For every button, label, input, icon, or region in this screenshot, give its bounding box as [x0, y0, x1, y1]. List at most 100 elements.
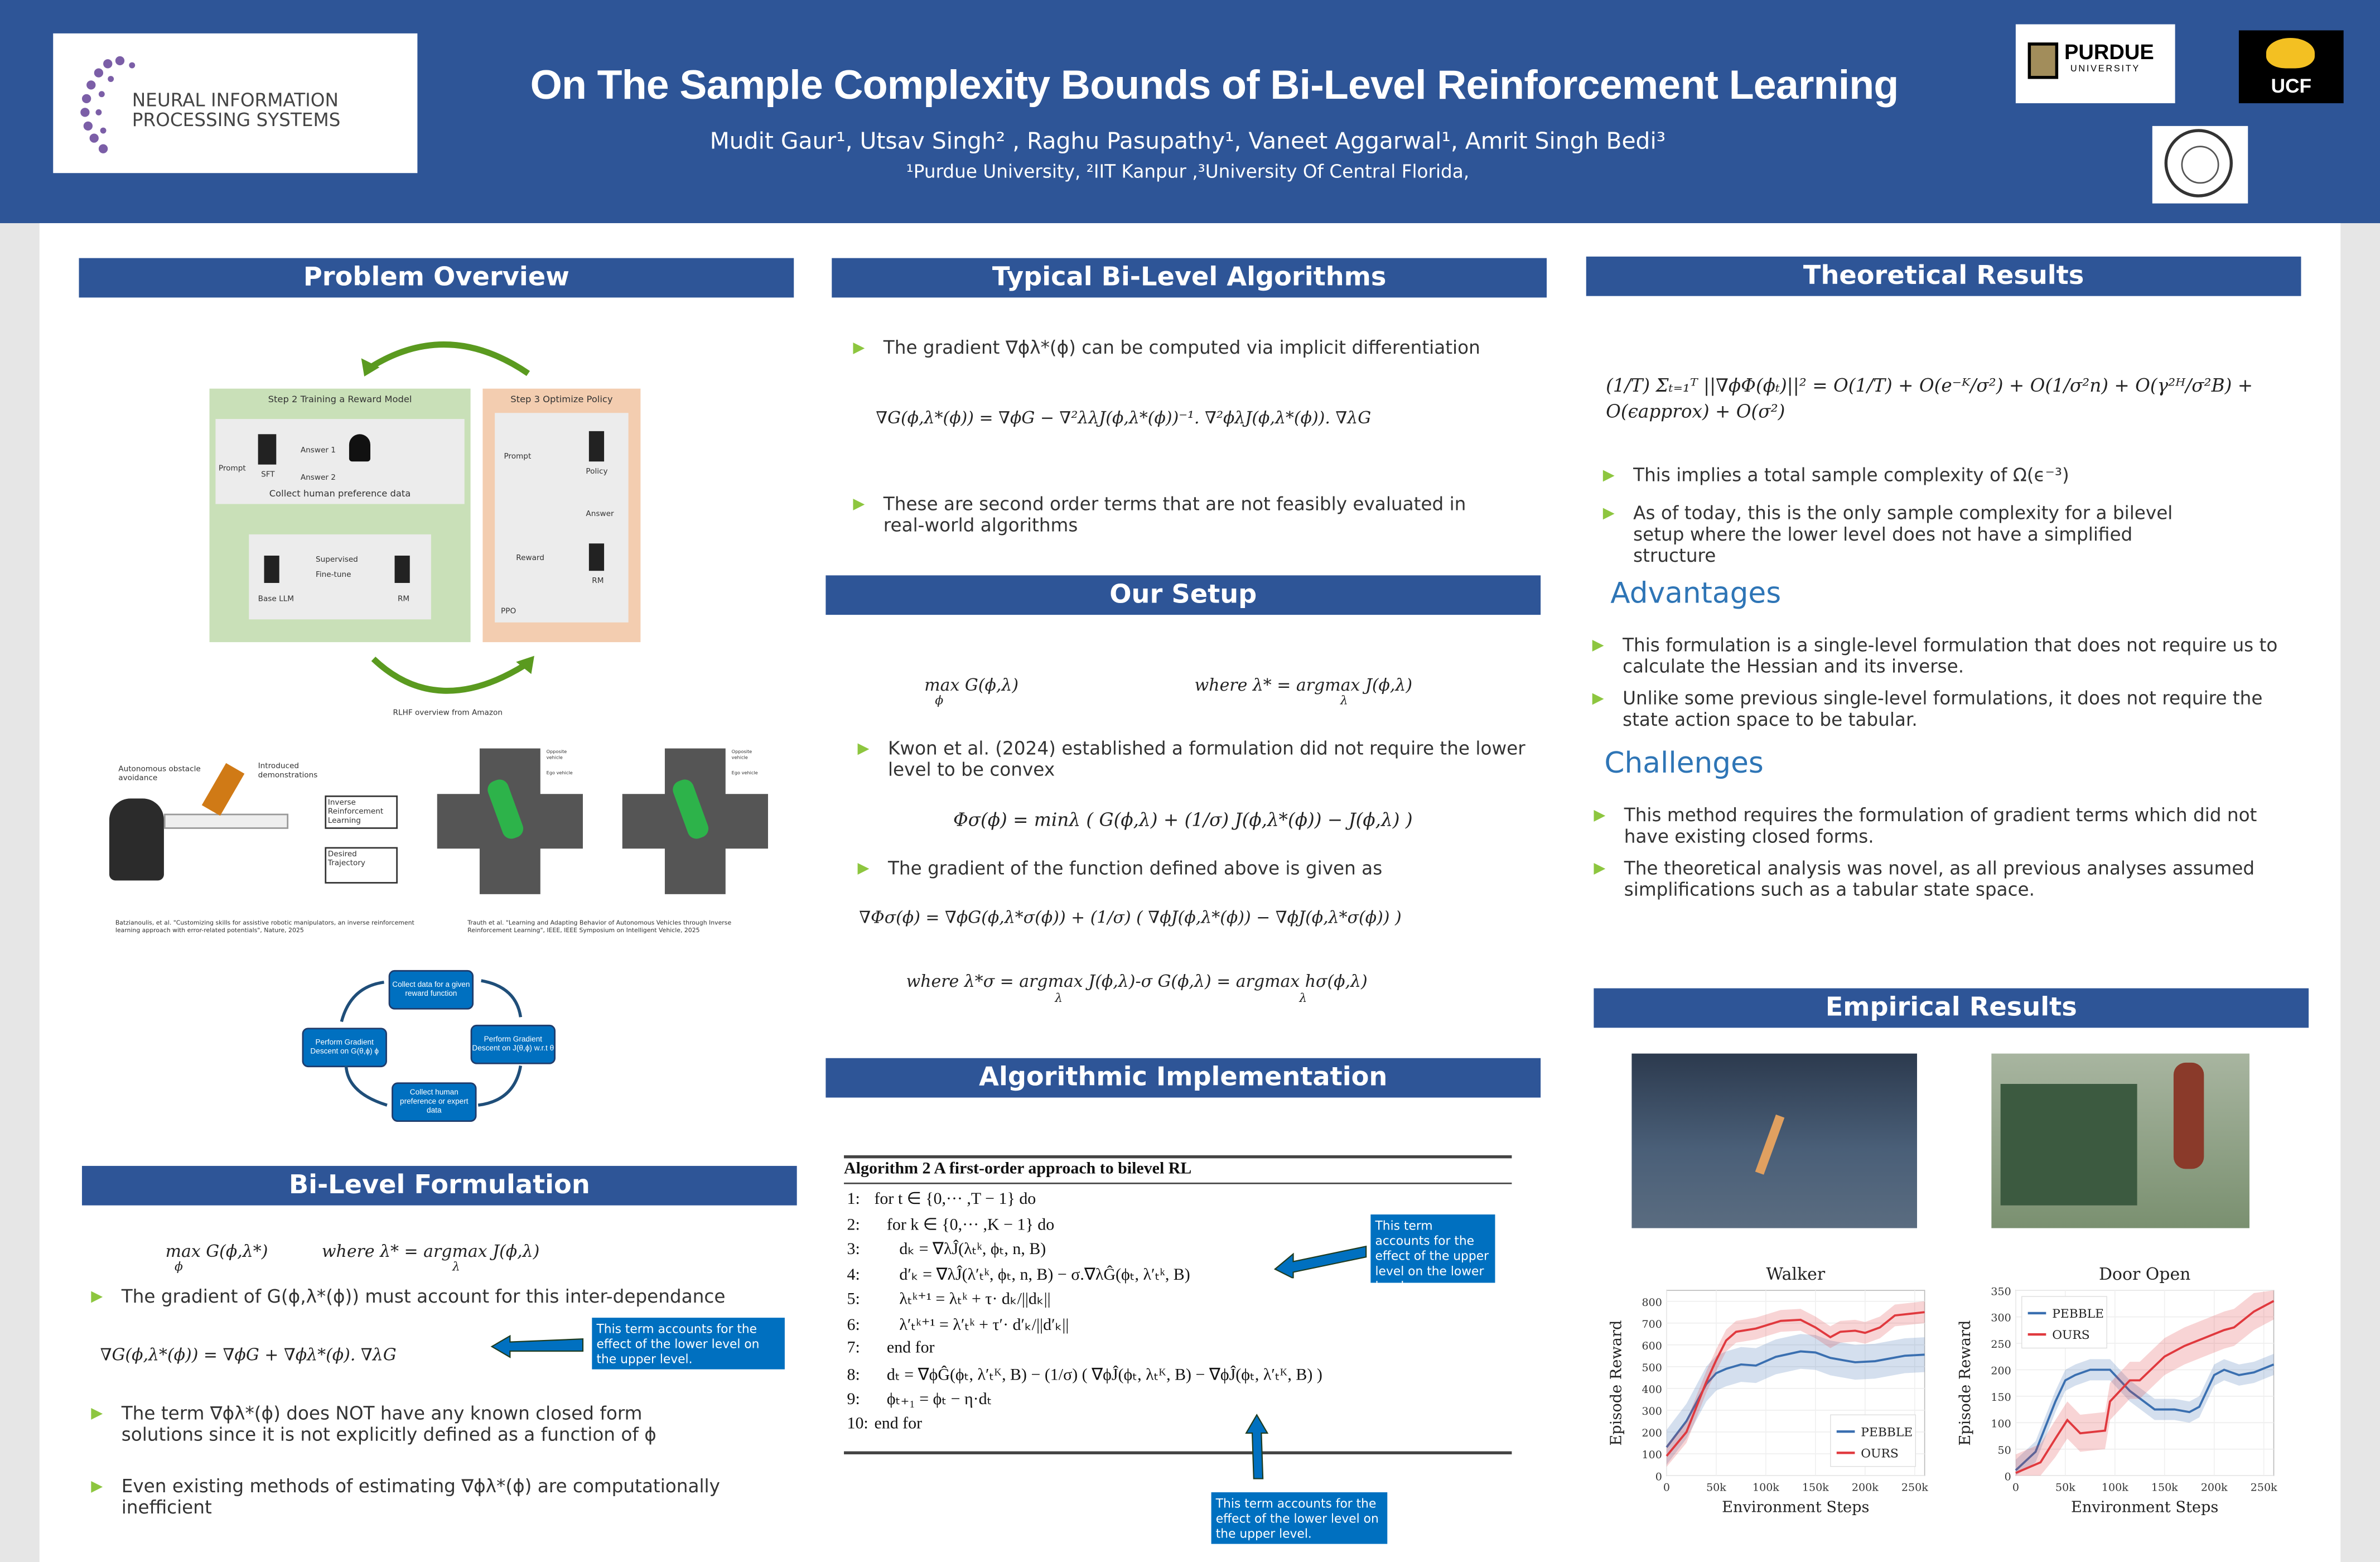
x-tick-label: 250k [2251, 1481, 2277, 1493]
y-tick-label: 800 [1642, 1296, 1662, 1309]
affiliations: ¹Purdue University, ²IIT Kanpur ,³Univer… [906, 161, 1470, 182]
series-line-ours [2015, 1300, 2275, 1474]
challenge-1: ▶ This method requires the formulation of… [1594, 804, 2292, 847]
sft-label: SFT [261, 470, 275, 480]
introduced-label: Introduced demonstrations [258, 762, 318, 780]
bullet-icon: ▶ [91, 1289, 103, 1306]
rlhf-step2-panel: Step 2 Training a Reward Model Prompt SF… [209, 388, 471, 643]
y-tick-label: 50 [1998, 1444, 2011, 1457]
line-number: 8: [847, 1365, 860, 1384]
y-tick-label: 400 [1642, 1383, 1662, 1396]
cycle-step-collect-human: Collect human preference or expert data [392, 1082, 477, 1122]
step2-label: Step 2 Training a Reward Model [268, 394, 412, 406]
y-axis-label: Episode Reward [1957, 1320, 1974, 1446]
ucf-pegasus-icon [2266, 38, 2315, 69]
algo-title-rule [844, 1182, 1512, 1184]
section-theoretical-results: Theoretical Results [1586, 256, 2301, 296]
ucf-logo: UCF [2238, 30, 2344, 104]
legend-label: PEBBLE [2052, 1307, 2104, 1321]
algo-bottom-rule [844, 1451, 1512, 1455]
algorithm-line: 3: dₖ = ∇λĴ(λₜᵏ, ϕₜ, n, B) [847, 1239, 1046, 1259]
y-axis-label: Episode Reward [1607, 1320, 1625, 1446]
y-tick-label: 100 [1642, 1449, 1662, 1461]
phi-sigma-eq: Φσ(ϕ) = minλ ( G(ϕ,λ) + (1/σ) J(ϕ,λ*(ϕ))… [953, 809, 1413, 831]
x-tick-label: 50k [2055, 1481, 2075, 1493]
challenges-heading: Challenges [1604, 746, 1764, 780]
typical-bullet-1: ▶The gradient ∇ϕλ*(ϕ) can be computed vi… [853, 337, 1521, 358]
reward-label: Reward [516, 554, 544, 563]
finetune-box: Base LLM Supervised Fine-tune RM [249, 534, 431, 620]
legend-label: OURS [2052, 1328, 2090, 1342]
line-code: for k ∈ {0,··· ,K − 1} do [874, 1215, 1055, 1234]
line-code: dₜ = ∇ϕĜ(ϕₜ, λ′ₜᴷ, B) − (1/σ) ( ∇ϕĴ(ϕₜ, … [874, 1365, 1322, 1384]
algorithm-line: 4: d′ₖ = ∇λĴ(λ′ₜᵏ, ϕₜ, n, B) − σ.∇λĜ(ϕₜ,… [847, 1264, 1190, 1284]
bullet-icon: ▶ [1592, 691, 1604, 708]
phi-sigma-gradient-eq: ∇Φσ(ϕ) = ∇ϕG(ϕ,λ*σ(ϕ)) + (1/σ) ( ∇ϕJ(ϕ,λ… [859, 908, 1402, 928]
poster-title: On The Sample Complexity Bounds of Bi-Le… [530, 62, 1899, 108]
cycle-step-descent-g: Perform Gradient Descent on G(θ,ϕ) ϕ [302, 1028, 387, 1068]
desired-trajectory-box: Desired Trajectory [325, 847, 398, 884]
answer-label: Answer [586, 510, 614, 519]
bullet-icon: ▶ [1594, 807, 1606, 825]
bullet-icon: ▶ [853, 340, 865, 357]
y-tick-label: 300 [1642, 1405, 1662, 1418]
x-tick-label: 150k [1802, 1481, 1829, 1493]
cycle-arrow-top-icon [361, 341, 530, 377]
legend-box [2021, 1296, 2107, 1349]
advantages-heading: Advantages [1610, 577, 1782, 610]
bullet-text: This implies a total sample complexity o… [1633, 464, 2069, 486]
rlhf-step3-panel: Step 3 Optimize Policy Prompt Policy Ans… [482, 388, 641, 643]
bullet-text: Even existing methods of estimating ∇ϕλ*… [121, 1476, 720, 1518]
y-tick-label: 350 [1991, 1285, 2011, 1298]
answer1-label: Answer 1 [300, 446, 336, 456]
y-tick-label: 600 [1642, 1340, 1662, 1352]
algo-note-upper: This term accounts for the effect of the… [1370, 1214, 1495, 1294]
advantage-2: ▶Unlike some previous single-level formu… [1592, 688, 2290, 730]
purdue-wordmark: PURDUE [2064, 39, 2154, 64]
x-tick-label: 100k [1753, 1481, 1779, 1493]
bullet-text: This formulation is a single-level formu… [1623, 634, 2278, 677]
person-icon [109, 798, 164, 881]
neurips-logo-text: NEURAL INFORMATION PROCESSING SYSTEMS [132, 89, 341, 131]
intersection-figure-1: Opposite vehicle Ego vehicle [437, 748, 583, 894]
bilevel-bullet-3: ▶Even existing methods of estimating ∇ϕλ… [91, 1476, 729, 1518]
bullet-icon: ▶ [857, 860, 870, 878]
bullet-icon: ▶ [853, 496, 865, 513]
x-tick-label: 250k [1901, 1481, 1928, 1493]
purdue-p-icon [2027, 42, 2059, 79]
section-empirical-results: Empirical Results [1594, 988, 2309, 1028]
line-number: 4: [847, 1265, 860, 1284]
lambda-sigma-eq: where λ*σ = argmax J(ϕ,λ)-σ G(ϕ,λ) = arg… [906, 971, 1368, 992]
y-tick-label: 200 [1991, 1365, 2011, 1377]
algo-note-lower: This term accounts for the effect of the… [1211, 1492, 1388, 1544]
bullet-text: Kwon et al. (2024) established a formula… [887, 737, 1525, 780]
legend-label: OURS [1861, 1447, 1899, 1460]
bullet-text: This method requires the formulation of … [1624, 804, 2257, 847]
line-number: 1: [847, 1190, 860, 1209]
bilevel-max-sub: ϕ [174, 1260, 183, 1274]
answer2-label: Answer 2 [300, 474, 336, 483]
convergence-bound-eq: (1/T) Σₜ₌₁ᵀ ||∇ϕΦ(ϕₜ)||² = O(1/T) + O(e⁻… [1606, 375, 2253, 422]
theory-bullet-2: ▶As of today, this is the only sample co… [1603, 503, 2210, 566]
bilevel-where-eq: where λ* = argmax J(ϕ,λ) [321, 1242, 540, 1262]
y-tick-label: 150 [1991, 1391, 2011, 1404]
section-typical-algorithms: Typical Bi-Level Algorithms [832, 258, 1547, 298]
line-code: d′ₖ = ∇λĴ(λ′ₜᵏ, ϕₜ, n, B) − σ.∇λĜ(ϕₜ, λ′… [874, 1265, 1190, 1284]
base-robot-icon [264, 555, 279, 583]
ppo-label: PPO [501, 607, 516, 616]
bullet-text: The gradient of G(ϕ,λ*(ϕ)) must account … [121, 1285, 726, 1308]
arrow-left-icon [1273, 1245, 1367, 1279]
arrow-up-icon [1245, 1414, 1269, 1479]
implicit-gradient-eq: ∇G(ϕ,λ*(ϕ)) = ∇ϕG − ∇²λλJ(ϕ,λ*(ϕ))⁻¹. ∇²… [876, 408, 1372, 428]
neurips-dots-icon [80, 56, 136, 153]
bullet-icon: ▶ [91, 1405, 103, 1423]
door-figure [2000, 1084, 2137, 1206]
line-code: λ′ₜᵏ⁺¹ = λ′ₜᵏ + τ′· d′ₖ/||d′ₖ|| [874, 1315, 1069, 1334]
opposite-label: Opposite vehicle [546, 748, 567, 761]
chart-title: Walker [1766, 1265, 1825, 1284]
bullet-icon: ▶ [857, 740, 870, 758]
prompt-label: Prompt [218, 464, 246, 474]
setup-max-sub: ϕ [935, 693, 944, 708]
